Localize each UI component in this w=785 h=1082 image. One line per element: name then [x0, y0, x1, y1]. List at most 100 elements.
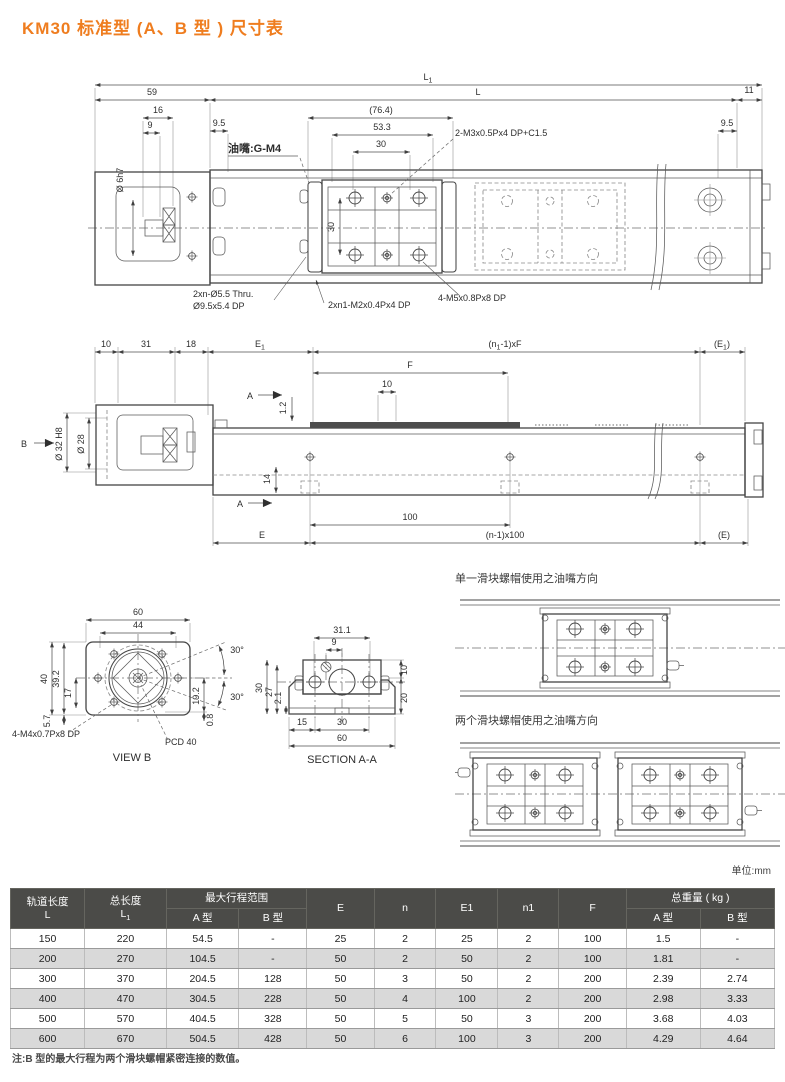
- view-b-drawing: 60 44 40 39.2 17 5.7 19.2 0.8 30° 30°: [12, 607, 244, 764]
- table-cell: 50: [306, 968, 375, 990]
- dim-17: 17: [63, 688, 73, 698]
- sensor-rail: [310, 422, 520, 428]
- table-cell: 670: [84, 1028, 167, 1050]
- table-cell: 600: [9, 1028, 86, 1050]
- table-cell: 150: [9, 928, 86, 950]
- table-cell: 500: [9, 1008, 86, 1030]
- slider-block-top: [299, 179, 457, 274]
- table-cell: 3: [497, 1028, 560, 1050]
- grease-nozzle-right: [666, 660, 680, 671]
- dim-10-small: 10: [382, 379, 392, 389]
- dim-bore-32H8: Ø 32 H8: [54, 427, 64, 461]
- section-aa-dimensions: 31.1 9 30 27 2.1 10 20 15 30 60: [255, 625, 409, 749]
- col-stroke-a: A 型: [165, 908, 240, 930]
- table-cell: 50: [435, 968, 499, 990]
- table-cell: 50: [435, 948, 499, 970]
- table-cell: 104.5: [165, 948, 240, 970]
- table-cell: 2: [497, 988, 560, 1010]
- table-cell: 204.5: [165, 968, 240, 990]
- table-cell: 4.64: [699, 1028, 776, 1050]
- dim-9-section: 9: [331, 637, 336, 647]
- dim-59: 59: [147, 87, 157, 97]
- dim-19p2: 19.2: [191, 687, 201, 705]
- label-pcd: PCD 40: [165, 737, 197, 747]
- table-cell: 50: [306, 948, 375, 970]
- view-b-plate: [76, 634, 200, 722]
- table-cell: 50: [306, 1028, 375, 1050]
- table-cell: -: [238, 948, 308, 970]
- dim-28: Ø 28: [76, 434, 86, 454]
- table-cell: 3.33: [699, 988, 776, 1010]
- dim-20: 20: [399, 693, 409, 703]
- motor-housing-top: [94, 171, 211, 286]
- section-arrow-label-bottom: A: [237, 499, 243, 509]
- table-cell: 3: [497, 1008, 560, 1030]
- col-E1: E1: [435, 887, 499, 930]
- table-cell: 200: [9, 948, 86, 970]
- grease-single-caption: 单一滑块螺帽使用之油嘴方向: [455, 573, 598, 585]
- top-view-drawing: L1 L 59 11 9.5 9.5 (76.4) 53.3 30: [88, 72, 771, 311]
- rail-side: [212, 419, 764, 500]
- col-stroke-b: B 型: [238, 908, 308, 930]
- dim-E-paren: (E): [718, 530, 730, 540]
- col-stroke-group: 最大行程范围: [165, 887, 308, 910]
- table-cell: 3.68: [625, 1008, 701, 1030]
- label-thru-holes-2: Ø9.5x5.4 DP: [193, 301, 245, 311]
- dim-5p7: 5.7: [42, 715, 52, 728]
- section-aa-drawing: 31.1 9 30 27 2.1 10 20 15 30 60: [255, 625, 409, 766]
- table-cell: 270: [84, 948, 167, 970]
- rail-top: [209, 163, 771, 291]
- table-cell: 3: [373, 968, 437, 990]
- label-view-b-tap: 4-M4x0.7Px8 DP: [12, 729, 80, 739]
- view-b-labels: 4-M4x0.7Px8 DP PCD 40 VIEW B: [12, 684, 197, 764]
- dim-11: 11: [744, 85, 753, 95]
- table-cell: 25: [435, 928, 499, 950]
- table-cell: 100: [435, 1028, 499, 1050]
- table-cell: 2: [373, 948, 437, 970]
- table-cell: -: [699, 948, 776, 970]
- dim-9p5-left: 9.5: [213, 118, 226, 128]
- table-cell: 54.5: [165, 928, 240, 950]
- dim-30-block: 30: [326, 222, 336, 232]
- page-title: KM30 标准型 (A、B 型 ) 尺寸表: [22, 19, 284, 38]
- dim-angle-lower: 30°: [230, 692, 244, 702]
- dim-27: 27: [264, 687, 274, 697]
- col-weight-group: 总重量 ( kg ): [625, 887, 776, 910]
- section-aa-caption: SECTION A-A: [307, 754, 377, 766]
- table-cell: 100: [558, 948, 627, 970]
- table-cell: 570: [84, 1008, 167, 1030]
- table-cell: 200: [558, 1028, 627, 1050]
- dim-53p3: 53.3: [373, 122, 391, 132]
- footnote: 注:B 型的最大行程为两个滑块螺帽紧密连接的数值。: [12, 1054, 246, 1065]
- phantom-slider-top: [474, 182, 626, 271]
- table-cell: 228: [238, 988, 308, 1010]
- table-cell: 50: [435, 1008, 499, 1030]
- table-cell: -: [699, 928, 776, 950]
- dim-76p4: (76.4): [369, 105, 393, 115]
- dim-60-section: 60: [337, 733, 347, 743]
- table-cell: 2.39: [625, 968, 701, 990]
- dim-E1: E1: [255, 339, 265, 352]
- section-aa-body: [277, 648, 407, 722]
- table-cell: 504.5: [165, 1028, 240, 1050]
- table-cell: 2: [497, 928, 560, 950]
- dim-n1-1xF: (n1-1)xF: [489, 339, 522, 352]
- section-arrow-label-top: A: [247, 391, 253, 401]
- grease-single-drawing: [455, 599, 785, 697]
- label-tap-right: 4-M5x0.8Px8 DP: [438, 293, 506, 303]
- table-cell: 100: [558, 928, 627, 950]
- side-view-drawing: 10 31 18 E1 (n1-1)xF (E1) F 10 1.2 A A B…: [21, 339, 764, 546]
- table-cell: 200: [558, 968, 627, 990]
- col-F: F: [558, 887, 627, 930]
- dim-18: 18: [186, 339, 196, 349]
- col-weight-a: A 型: [625, 908, 701, 930]
- table-cell: 4.03: [699, 1008, 776, 1030]
